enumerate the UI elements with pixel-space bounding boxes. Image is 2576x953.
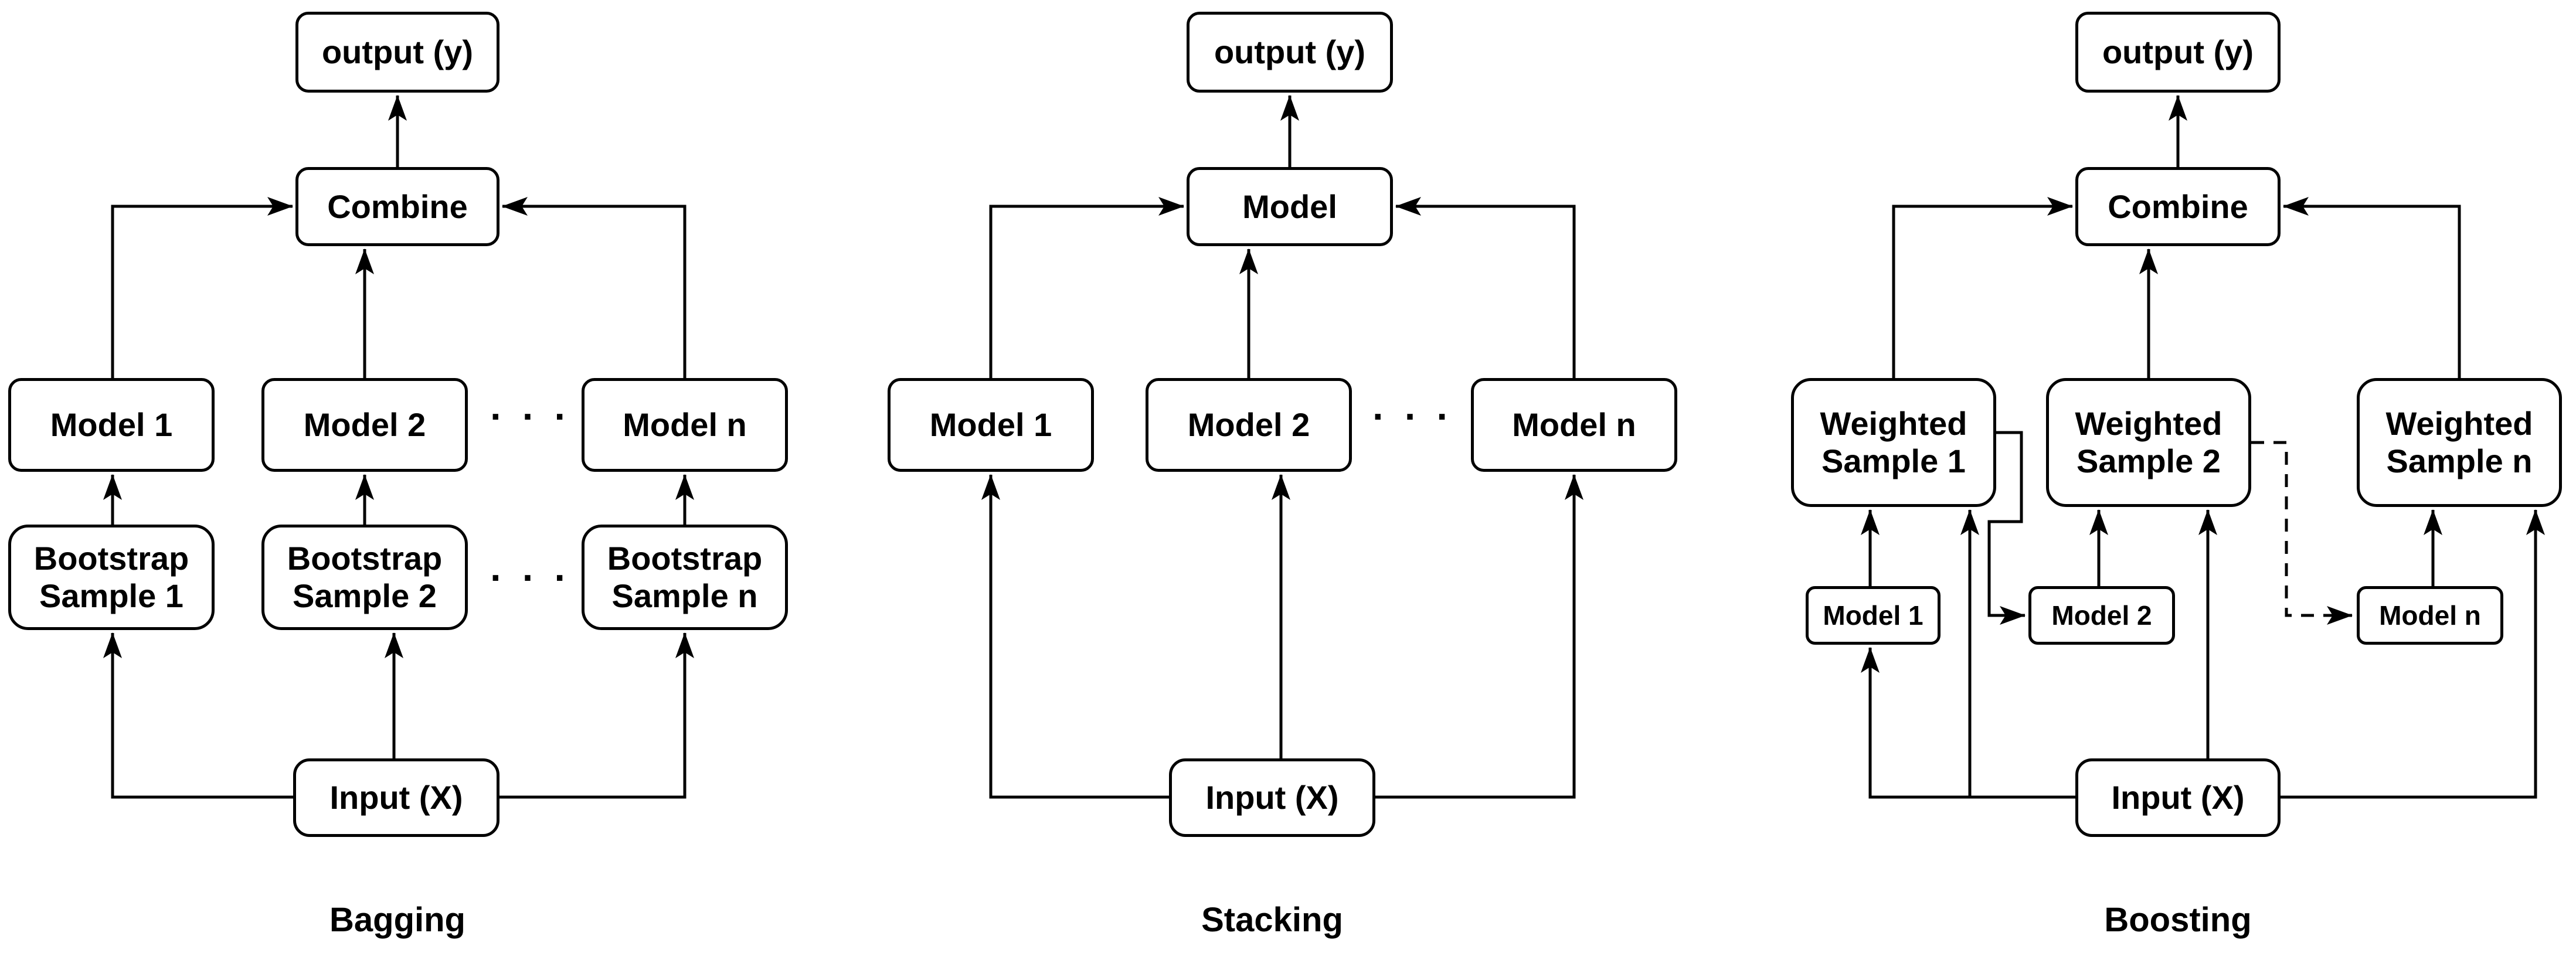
bagging-input-label: Input (X) [329,779,463,816]
stacking-modeln-to-combiner-arrow [1395,197,1576,378]
stacking-input-to-modeln-arrow [1375,474,1583,799]
boosting-input-label: Input (X) [2111,779,2245,816]
bagging-samples-ellipsis: . . . [490,546,565,589]
label-line: Sample n [611,577,758,614]
bagging-caption: Bagging ensemble [251,857,544,953]
label-line: Sample n [2386,443,2533,479]
stacking-input-box: Input (X) [1169,758,1375,837]
label-line: Sample 1 [1821,443,1966,479]
stacking-modeln-label: Model n [1512,406,1636,443]
bagging-samplen-box: Bootstrap Sample n [582,525,788,630]
bagging-modeln-to-combine-arrow [502,197,687,378]
bagging-modeln-label: Model n [623,406,747,443]
bagging-input-to-sample1-arrow [103,632,293,799]
boosting-input-to-wsn-arrow [2281,509,2545,799]
label-line: Sample 2 [2077,443,2221,479]
bagging-output-box: output (y) [295,12,499,93]
stacking-model1-box: Model 1 [888,378,1094,472]
boosting-ws2-to-modeln-dashed-arrow [2251,441,2353,625]
bagging-model1-to-combine-arrow [111,197,293,378]
boosting-weighted-samplen-box: Weighted Sample n [2357,378,2562,507]
caption-line: Boosting [2104,901,2252,939]
boosting-weighted-sample2-box: Weighted Sample 2 [2046,378,2251,507]
stacking-output-box: output (y) [1187,12,1393,93]
bagging-model1-label: Model 1 [50,406,173,443]
stacking-output-label: output (y) [1214,33,1366,70]
bagging-model2-label: Model 2 [303,406,426,443]
boosting-model2-label: Model 2 [2051,600,2152,631]
label-line: Weighted [2075,405,2222,442]
bagging-model2-box: Model 2 [261,378,468,472]
boosting-model1-label: Model 1 [1823,600,1923,631]
label-line: Bootstrap [33,540,189,577]
label-line: Sample 1 [39,577,183,614]
stacking-model2-label: Model 2 [1187,406,1310,443]
label-line: Weighted [1820,405,1967,442]
stacking-caption: Stacking ensemble [1126,857,1419,953]
bagging-sample2-box: Bootstrap Sample 2 [261,525,468,630]
stacking-input-to-model1-arrow [981,474,1169,799]
boosting-modeln-box: Model n [2357,586,2503,645]
bagging-input-to-samplen-arrow [499,632,694,799]
label-line: Bootstrap [607,540,763,577]
boosting-input-box: Input (X) [2075,758,2281,837]
boosting-ws1-to-combine-arrow [1892,197,2073,378]
boosting-weighted-sample1-box: Weighted Sample 1 [1791,378,1996,507]
bagging-sample1-box: Bootstrap Sample 1 [8,525,215,630]
boosting-output-box: output (y) [2075,12,2281,93]
caption-line: Stacking [1201,901,1343,939]
bagging-model1-box: Model 1 [8,378,215,472]
stacking-combiner-label: Model [1242,188,1337,225]
stacking-modeln-box: Model n [1471,378,1677,472]
boosting-input-to-model1-arrow [1861,647,2075,799]
boosting-wsn-to-combine-arrow [2283,197,2461,378]
bagging-combine-label: Combine [327,188,468,225]
label-line: Weighted [2385,405,2533,442]
label-line: Bootstrap [287,540,443,577]
caption-line: Bagging [329,901,465,939]
bagging-models-ellipsis: . . . [490,384,565,428]
boosting-combine-box: Combine [2075,167,2281,246]
stacking-model1-label: Model 1 [929,406,1052,443]
boosting-model2-box: Model 2 [2028,586,2175,645]
bagging-modeln-box: Model n [582,378,788,472]
boosting-model1-box: Model 1 [1806,586,1941,645]
stacking-models-ellipsis: . . . [1372,384,1447,428]
boosting-modeln-label: Model n [2379,600,2481,631]
stacking-model1-to-combiner-arrow [989,197,1184,378]
boosting-combine-label: Combine [2108,188,2248,225]
boosting-ws1-to-model2-arrow [1987,431,2026,625]
bagging-input-box: Input (X) [293,758,499,837]
stacking-combiner-box: Model [1187,167,1393,246]
stacking-model2-box: Model 2 [1146,378,1352,472]
boosting-caption: Boosting ensemble [2031,857,2324,953]
bagging-combine-box: Combine [295,167,499,246]
stacking-input-label: Input (X) [1205,779,1339,816]
label-line: Sample 2 [293,577,437,614]
boosting-output-label: output (y) [2102,33,2254,70]
bagging-output-label: output (y) [321,33,474,70]
